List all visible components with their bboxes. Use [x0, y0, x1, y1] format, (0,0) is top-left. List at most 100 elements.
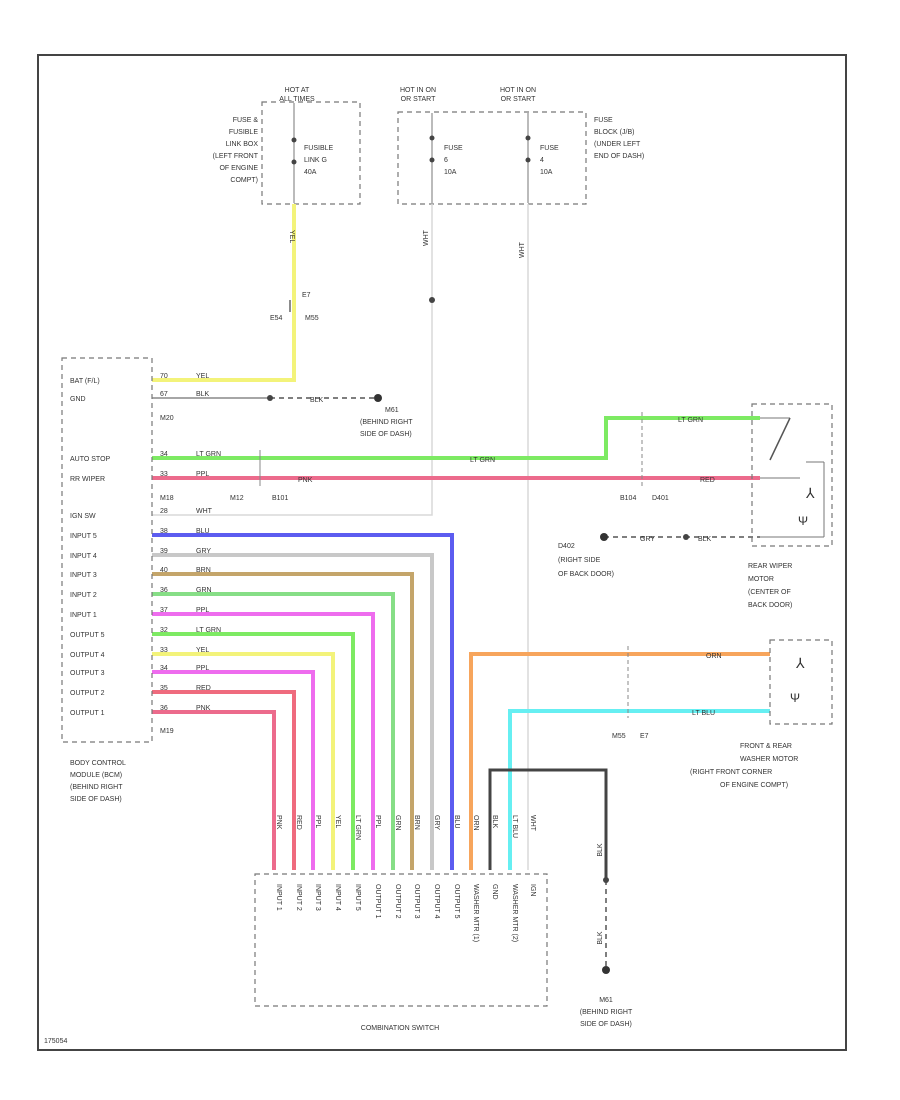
bcm-pin-number: 34	[160, 665, 168, 672]
cs-wire-color-label: BRN	[413, 815, 420, 830]
combination-switch-pin: INPUT 3	[314, 884, 321, 911]
ground-d402-line-3: OF BACK DOOR)	[558, 571, 614, 578]
fuse-6-label-2: 6	[444, 157, 448, 164]
cs-wire-color-label: GRN	[394, 815, 401, 831]
label-lt-grn-mid: LT GRN	[470, 457, 495, 464]
bcm-pin-number: 70	[160, 373, 168, 380]
fusible-link-name-1: FUSIBLE	[304, 145, 334, 152]
rear-wiper-name-line-4: BACK DOOR)	[748, 602, 792, 609]
hot-in-on-label-a1: HOT IN ON	[400, 87, 436, 94]
fuse-6-label-3: 10A	[444, 169, 457, 176]
bcm-label: INPUT 1	[70, 612, 97, 619]
wire-lt-blu-washer-2	[508, 709, 770, 870]
label-wht-1: WHT	[423, 229, 430, 246]
bcm-pin-number: 28	[160, 508, 168, 515]
bcm-pin-number: 33	[160, 647, 168, 654]
diagram-frame	[37, 54, 847, 1051]
bcm-name-line-3: (BEHIND RIGHT	[70, 784, 123, 791]
bcm-wire-color: LT GRN	[196, 627, 221, 634]
cs-wire-color-label: PPL	[374, 815, 381, 828]
wire-blu-input-5	[152, 533, 454, 870]
fuse-location-line-4: (LEFT FRONT	[213, 153, 259, 160]
label-washer-e7: E7	[640, 733, 649, 740]
ground-bottom-line-1: M61	[599, 997, 613, 1004]
bcm-pin-number: 38	[160, 528, 168, 535]
cs-wire-color-label: BLU	[453, 815, 460, 829]
fuse-location-line-1: FUSE &	[233, 117, 259, 124]
fuse-location-line-3: LINK BOX	[226, 141, 259, 148]
washer-motor: ⅄ Ψ FRONT & REAR WASHER MOTOR (RIGHT FRO…	[690, 639, 833, 789]
label-pnk-mid: PNK	[298, 477, 313, 484]
fuse-4-label-3: 10A	[540, 169, 553, 176]
hot-in-on-label-a2: OR START	[401, 96, 436, 103]
hot-in-on-label-b1: HOT IN ON	[500, 87, 536, 94]
label-orn-right: ORN	[706, 653, 722, 660]
wire-gry-input-4	[152, 553, 434, 870]
bcm-label: INPUT 4	[70, 553, 97, 560]
rear-motor-symbol-icon: ⅄	[805, 485, 815, 501]
label-yel-vertical: YEL	[288, 230, 295, 243]
wire-lt-grn-auto-stop	[152, 416, 760, 460]
label-lt-blu-right: LT BLU	[692, 710, 715, 717]
bcm-label: OUTPUT 3	[70, 670, 105, 677]
combination-switch-pin: OUTPUT 5	[453, 884, 460, 919]
ground-bottom-line-3: SIDE OF DASH)	[580, 1021, 632, 1028]
bcm-label: GND	[70, 396, 86, 403]
ground-m61-line-2: (BEHIND RIGHT	[360, 419, 413, 426]
fuse-location-line-6: COMPT)	[230, 177, 258, 184]
combination-switch-pin: OUTPUT 1	[374, 884, 381, 919]
fuse-4-label-2: 4	[540, 157, 544, 164]
bcm-wire-color: PPL	[196, 607, 209, 614]
cs-wire-color-label: LT BLU	[511, 815, 518, 838]
bcm-pin-number: 39	[160, 548, 168, 555]
bcm-label: INPUT 2	[70, 592, 97, 599]
label-blk-ground-wire-1: BLK	[597, 843, 604, 857]
rear-wiper-name-line-3: (CENTER OF	[748, 589, 791, 596]
cs-wire-color-label: WHT	[529, 815, 536, 832]
bcm-pin-number: 33	[160, 471, 168, 478]
ground-d402-line-1: D402	[558, 543, 575, 550]
jb-location-line-4: END OF DASH)	[594, 153, 644, 160]
label-d401: D401	[652, 495, 669, 502]
wire-lt-grn-output-5	[152, 632, 355, 870]
label-e7-top: E7	[302, 292, 311, 299]
wire-pnk-output-1	[152, 710, 276, 870]
jb-location-line-2: BLOCK (J/B)	[594, 129, 634, 136]
bcm-name-line-4: SIDE OF DASH)	[70, 796, 122, 803]
bcm-wire-color: PPL	[196, 665, 209, 672]
bcm-label: BAT (F/L)	[70, 378, 100, 385]
label-blk: BLK	[310, 397, 324, 404]
bcm-pin-number: 37	[160, 607, 168, 614]
cs-wire-color-label: RED	[295, 815, 302, 830]
wire-wht-ign-bcm	[152, 204, 433, 516]
hot-at-all-times-label-2: ALL TIMES	[279, 96, 315, 103]
label-m20: M20	[160, 415, 174, 422]
label-lt-grn-right: LT GRN	[678, 417, 703, 424]
bcm-wire-color: PNK	[196, 705, 211, 712]
washer-motor-coil-icon: Ψ	[790, 691, 800, 705]
fuse-4-label-1: FUSE	[540, 145, 559, 152]
bcm-label: AUTO STOP	[70, 456, 111, 463]
washer-name-line-1: FRONT & REAR	[740, 743, 792, 750]
bcm-name-line-2: MODULE (BCM)	[70, 772, 122, 779]
combination-switch-pin: GND	[491, 884, 498, 900]
cs-wire-color-label: ORN	[472, 815, 479, 831]
label-gry: GRY	[640, 536, 655, 543]
bcm-name-line-1: BODY CONTROL	[70, 760, 126, 767]
bcm-label: OUTPUT 5	[70, 632, 105, 639]
rear-wiper-name-line-1: REAR WIPER	[748, 563, 792, 570]
cs-wire-color-label: BLK	[491, 815, 498, 829]
label-e54: E54	[270, 315, 283, 322]
bcm-pin-number: 36	[160, 587, 168, 594]
bcm-wire-color: YEL	[196, 373, 209, 380]
washer-name-line-3: (RIGHT FRONT CORNER	[690, 769, 772, 776]
wires	[152, 204, 770, 970]
diagram-id: 175054	[44, 1038, 67, 1045]
bcm-wire-color: PPL	[196, 471, 209, 478]
wire-grn-input-2	[152, 592, 395, 870]
bcm-wire-color: BLU	[196, 528, 210, 535]
fusible-link-name-2: LINK G	[304, 157, 327, 164]
